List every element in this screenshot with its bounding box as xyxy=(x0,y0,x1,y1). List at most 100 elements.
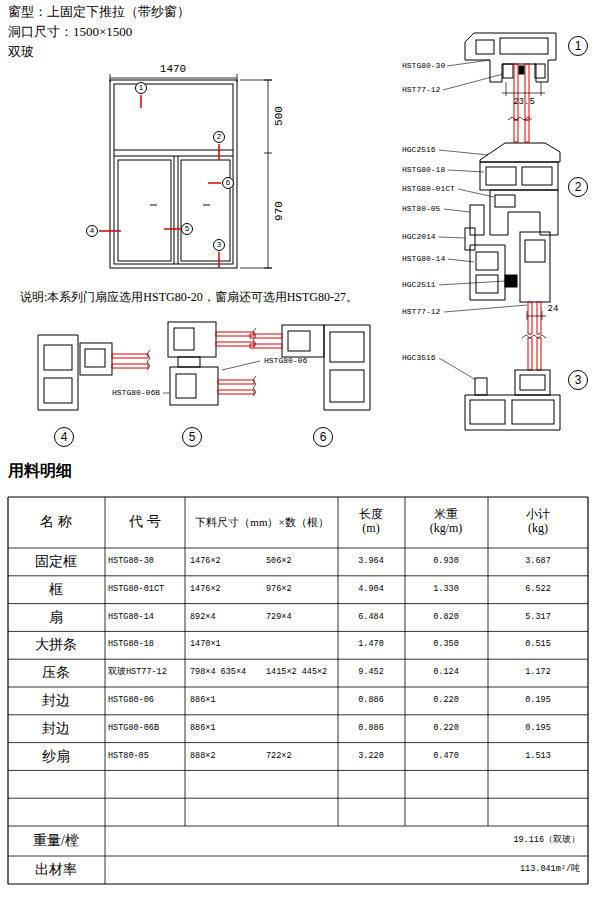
table-cell: 1476×2 xyxy=(190,557,221,567)
table-cell: 1.330 xyxy=(433,585,459,595)
section-5-stroke xyxy=(168,322,216,357)
section-5-stroke-stroke xyxy=(216,342,254,346)
dimension-lines-stroke xyxy=(264,153,272,154)
elevation-stroke xyxy=(178,156,179,264)
table-grid-stroke xyxy=(8,659,588,660)
section-2-stroke xyxy=(508,117,532,120)
table-cell: HSTG80-06 xyxy=(108,696,154,706)
section-1-stroke xyxy=(535,64,545,78)
callout-number: 1 xyxy=(575,40,582,52)
table-cell: 1476×2 xyxy=(190,585,221,595)
part-code: HSTG80-14 xyxy=(402,254,445,263)
section-1-stroke-stroke xyxy=(514,64,518,120)
part-code: HST77-12 xyxy=(402,85,440,94)
dimension-lines-stroke xyxy=(268,80,269,268)
section-1-stroke xyxy=(447,60,490,66)
section-2-stroke-stroke xyxy=(458,189,494,197)
callout-circle: 2 xyxy=(568,177,588,197)
section-2-stroke xyxy=(486,167,516,185)
section-3-stroke-stroke xyxy=(537,338,541,370)
dimension-lines-stroke xyxy=(237,74,238,82)
table-cell: 0.470 xyxy=(433,752,459,762)
table-cell: 框 xyxy=(49,582,63,598)
section-4-stroke xyxy=(38,335,78,410)
section-3-stroke xyxy=(439,358,476,380)
table-cell: 封边 xyxy=(42,721,70,737)
elevation-stroke-stroke xyxy=(208,182,221,184)
table-header: 名 称 xyxy=(40,514,72,530)
section-1-stroke xyxy=(502,93,545,94)
section-5-stroke xyxy=(216,332,254,394)
table-cell: 固定框 xyxy=(35,554,77,570)
elevation-stroke xyxy=(174,156,175,264)
callout-number: 4 xyxy=(61,431,68,443)
callout-circle: 5 xyxy=(181,223,193,235)
callout-circle: 3 xyxy=(568,370,588,390)
table-grid-stroke xyxy=(8,548,588,549)
window-spec: 洞口尺寸：1500×1500 xyxy=(8,25,132,40)
part-code: HGC2014 xyxy=(402,232,436,241)
table-cell: 6.522 xyxy=(525,585,551,595)
callout-circle: 5 xyxy=(182,427,202,447)
section-2-stroke-stroke xyxy=(444,305,527,312)
table-cell: 729×4 xyxy=(266,613,292,623)
section-2-stroke xyxy=(480,162,558,190)
section-6-stroke xyxy=(330,370,364,402)
table-cell: 886×1 xyxy=(190,724,216,734)
table-grid xyxy=(8,497,588,884)
table-cell: 6.484 xyxy=(358,613,384,623)
table-grid-stroke xyxy=(8,742,588,743)
section-2-stroke-stroke xyxy=(439,150,488,155)
section-2-stroke-stroke xyxy=(444,209,470,212)
section-1-stroke xyxy=(465,33,556,82)
table-cell: 1.172 xyxy=(525,668,551,678)
callout-circle: 6 xyxy=(222,177,234,189)
table-header: 代 号 xyxy=(129,514,161,530)
section-1-stroke xyxy=(503,64,513,78)
section-1-stroke xyxy=(519,66,524,74)
section-6-stroke xyxy=(330,332,364,362)
callout-number: 4 xyxy=(90,227,94,235)
elevation-stroke xyxy=(118,160,171,261)
section-3-stroke xyxy=(470,400,505,424)
part-code: HGC2511 xyxy=(402,280,436,289)
section-3 xyxy=(439,335,560,430)
section-3-stroke xyxy=(475,378,487,395)
section-6-stroke-stroke xyxy=(250,344,282,348)
table-cell: 出材率 xyxy=(35,862,77,878)
dimension: 1470 xyxy=(160,63,186,76)
section-4-stroke xyxy=(44,345,72,370)
table-grid-stroke xyxy=(8,883,588,884)
section-2-stroke xyxy=(520,232,550,302)
window-spec: 窗型：上固定下推拉（带纱窗） xyxy=(8,5,190,20)
elevation-stroke xyxy=(150,205,157,206)
elevation-stroke xyxy=(110,80,237,268)
elevation-stroke xyxy=(99,95,221,268)
section-1-stroke xyxy=(443,74,503,90)
part-code: HSTG80-06B xyxy=(112,388,160,397)
table-cell: 1.513 xyxy=(525,752,551,762)
table-grid-stroke xyxy=(8,798,588,799)
table-cell: 506×2 xyxy=(266,557,292,567)
section-3-stroke xyxy=(520,375,545,390)
table-cell: 4.904 xyxy=(358,585,384,595)
table-cell: 0.195 xyxy=(525,696,551,706)
section-2-stroke-stroke xyxy=(528,302,532,334)
section-5-stroke xyxy=(222,361,260,370)
table-cell: 1470×1 xyxy=(190,640,221,650)
part-code: HST80-05 xyxy=(402,204,440,213)
section-4 xyxy=(38,335,150,410)
table-cell: 9.452 xyxy=(358,668,384,678)
section-5 xyxy=(163,322,260,405)
section-6-stroke xyxy=(324,325,370,410)
elevation-stroke-stroke xyxy=(140,95,142,108)
window-spec: 双玻 xyxy=(8,45,34,60)
table-grid-stroke xyxy=(185,497,186,826)
section-3-stroke xyxy=(522,335,546,338)
section-title: 用料明细 xyxy=(8,462,72,480)
table-grid-stroke xyxy=(8,714,588,715)
section-2-stroke xyxy=(476,252,498,270)
section-6-stroke xyxy=(282,325,324,357)
